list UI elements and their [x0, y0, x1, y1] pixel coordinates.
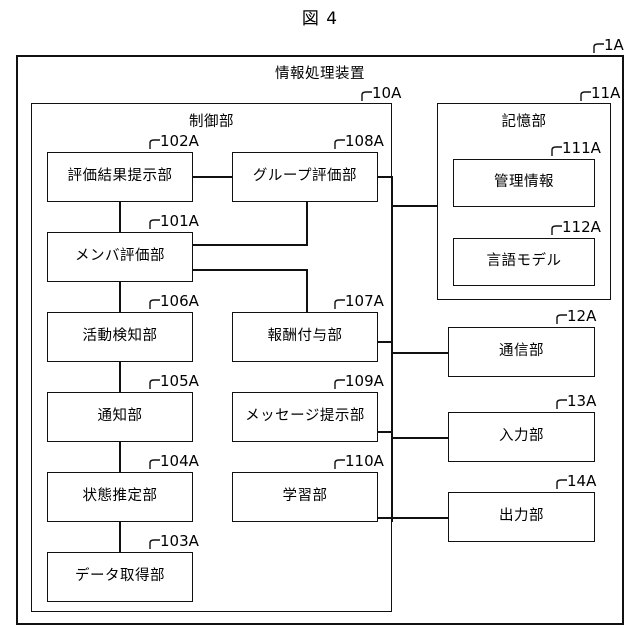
- leader-hook-icon: [149, 379, 160, 389]
- leader-hook-icon: [556, 314, 567, 324]
- connector-bus-output: [391, 517, 449, 519]
- ref-13a-text: 13A: [567, 392, 597, 410]
- block-activity-detector[interactable]: 活動検知部: [47, 312, 193, 362]
- ref-105a-text: 105A: [160, 372, 199, 390]
- ref-12a-text: 12A: [567, 307, 597, 325]
- leader-hook-icon: [556, 479, 567, 489]
- ref-103a-text: 103A: [160, 532, 199, 550]
- connector-101a-108a-horizontal: [193, 244, 308, 246]
- ref-12a: 12A: [556, 307, 597, 325]
- ref-10a: 10A: [361, 84, 402, 102]
- leader-hook-icon: [149, 139, 160, 149]
- leader-hook-icon: [149, 219, 160, 229]
- connector-108a-bus: [378, 176, 393, 178]
- connector-109a-bus: [378, 431, 393, 433]
- ref-106a-text: 106A: [160, 292, 199, 310]
- block-data-acquirer[interactable]: データ取得部: [47, 552, 193, 602]
- leader-hook-icon: [334, 379, 345, 389]
- storage-section-label: 記憶部: [501, 114, 547, 130]
- ref-112a-text: 112A: [562, 218, 601, 236]
- block-state-estimator[interactable]: 状態推定部: [47, 472, 193, 522]
- connector-101a-108a-vertical: [306, 202, 308, 245]
- ref-105a: 105A: [149, 372, 199, 390]
- connector-bus-communication: [391, 352, 449, 354]
- leader-hook-icon: [580, 91, 591, 101]
- ref-107a-text: 107A: [345, 292, 384, 310]
- ref-106a: 106A: [149, 292, 199, 310]
- leader-hook-icon: [551, 146, 562, 156]
- connector-107a-bus: [378, 341, 393, 343]
- connector-104a-103a: [119, 522, 121, 552]
- ref-109a: 109A: [334, 372, 384, 390]
- leader-hook-icon: [334, 459, 345, 469]
- connector-110a-bus: [378, 517, 393, 519]
- ref-11a: 11A: [580, 84, 621, 102]
- block-input-unit[interactable]: 入力部: [448, 412, 595, 462]
- block-message-presenter[interactable]: メッセージ提示部: [232, 392, 378, 442]
- ref-14a: 14A: [556, 472, 597, 490]
- block-evaluation-result-presenter[interactable]: 評価結果提示部: [47, 152, 193, 202]
- ref-110a: 110A: [334, 452, 384, 470]
- ref-111a: 111A: [551, 139, 601, 157]
- ref-101a-text: 101A: [160, 212, 199, 230]
- leader-hook-icon: [334, 299, 345, 309]
- block-reward-granter[interactable]: 報酬付与部: [232, 312, 378, 362]
- ref-103a: 103A: [149, 532, 199, 550]
- connector-105a-104a: [119, 442, 121, 472]
- block-learner[interactable]: 学習部: [232, 472, 378, 522]
- ref-108a-text: 108A: [345, 132, 384, 150]
- leader-hook-icon: [556, 399, 567, 409]
- outer-device-label: 情報処理装置: [275, 66, 365, 82]
- ref-1a-text: 1A: [604, 36, 624, 54]
- connector-bus-storage: [391, 205, 438, 207]
- ref-102a-text: 102A: [160, 132, 199, 150]
- block-output-unit[interactable]: 出力部: [448, 492, 595, 542]
- ref-110a-text: 110A: [345, 452, 384, 470]
- block-group-evaluator[interactable]: グループ評価部: [232, 152, 378, 202]
- ref-102a: 102A: [149, 132, 199, 150]
- ref-111a-text: 111A: [562, 139, 601, 157]
- ref-108a: 108A: [334, 132, 384, 150]
- block-communication-unit[interactable]: 通信部: [448, 327, 595, 377]
- ref-11a-text: 11A: [591, 84, 621, 102]
- leader-hook-icon: [149, 459, 160, 469]
- connector-bus-input: [391, 437, 449, 439]
- connector-102a-101a: [119, 202, 121, 232]
- ref-107a: 107A: [334, 292, 384, 310]
- block-language-model[interactable]: 言語モデル: [453, 238, 595, 286]
- block-notifier[interactable]: 通知部: [47, 392, 193, 442]
- connector-106a-105a: [119, 362, 121, 392]
- leader-hook-icon: [551, 225, 562, 235]
- control-section-label: 制御部: [189, 114, 234, 130]
- control-bus-vertical: [391, 176, 393, 522]
- ref-104a: 104A: [149, 452, 199, 470]
- ref-10a-text: 10A: [372, 84, 402, 102]
- ref-1a: 1A: [593, 36, 624, 54]
- connector-102a-108a: [193, 176, 233, 178]
- ref-14a-text: 14A: [567, 472, 597, 490]
- ref-101a: 101A: [149, 212, 199, 230]
- ref-112a: 112A: [551, 218, 601, 236]
- leader-hook-icon: [334, 139, 345, 149]
- ref-104a-text: 104A: [160, 452, 199, 470]
- connector-101a-106a: [119, 282, 121, 312]
- connector-101a-107a-vertical: [306, 269, 308, 313]
- block-management-info[interactable]: 管理情報: [453, 159, 595, 207]
- leader-hook-icon: [149, 539, 160, 549]
- figure-title: 図 4: [301, 9, 339, 29]
- leader-hook-icon: [593, 43, 604, 53]
- leader-hook-icon: [361, 91, 372, 101]
- connector-101a-107a-horizontal: [193, 269, 308, 271]
- leader-hook-icon: [149, 299, 160, 309]
- ref-13a: 13A: [556, 392, 597, 410]
- ref-109a-text: 109A: [345, 372, 384, 390]
- block-member-evaluator[interactable]: メンバ評価部: [47, 232, 193, 282]
